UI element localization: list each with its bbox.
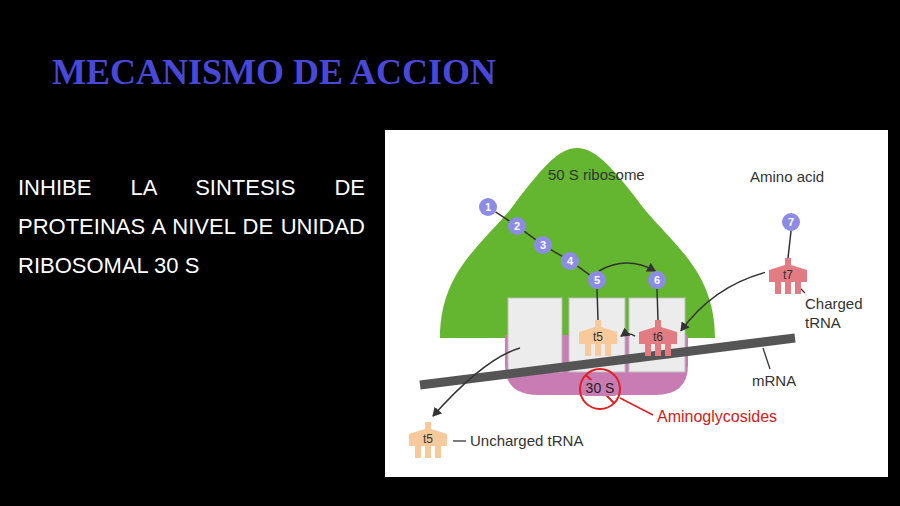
- amino-acid-circle: 7: [782, 213, 800, 231]
- large-subunit: 50 S ribosome 12345 6: [440, 148, 715, 338]
- link-line: [524, 231, 535, 239]
- callout-number: 5: [588, 273, 606, 287]
- trna-label: t7: [765, 268, 811, 282]
- callout-number: 3: [534, 238, 552, 252]
- prohibition-slash: [586, 375, 614, 403]
- trna-shape: t6: [635, 320, 681, 356]
- part-label: Charged tRNA: [805, 294, 877, 332]
- amino-acid-circle: 6: [648, 271, 666, 289]
- release-arrow: [433, 348, 520, 416]
- e-site-slot: [508, 298, 562, 372]
- callout-number: 1: [479, 200, 497, 214]
- callout-number: 2: [508, 219, 526, 233]
- flow-arrow: [621, 334, 635, 337]
- leader-line: [763, 348, 770, 369]
- body-text: INHIBE LA SINTESIS DE PROTEINAS A NIVEL …: [18, 168, 365, 285]
- link-line: [788, 231, 791, 258]
- link-line: [496, 212, 510, 221]
- subunit-label: 50 S ribosome: [548, 166, 645, 183]
- link-line: [597, 289, 598, 320]
- amino-acid-circle: 3: [534, 236, 552, 254]
- callout-number: 7: [782, 215, 800, 229]
- amino-acid-circle: 5: [588, 271, 606, 289]
- flow-arrow: [681, 272, 765, 330]
- trna-label: t5: [575, 330, 621, 344]
- link-line: [551, 250, 563, 257]
- trna-label: t5: [405, 432, 451, 446]
- figure-panel: 50 S ribosome 12345 6 30 S: [385, 130, 888, 477]
- subunit-label: 30 S: [585, 380, 616, 396]
- leader-line: [620, 398, 653, 415]
- amino-acid-circle: 4: [561, 252, 579, 270]
- link-line: [657, 289, 658, 320]
- trna-shape: t5: [405, 422, 451, 458]
- prohibition-ring: [580, 369, 620, 409]
- callout-number: 6: [648, 273, 666, 287]
- slide-title: MECANISMO DE ACCION: [52, 50, 496, 94]
- amino-acid-circle: 2: [508, 217, 526, 235]
- link-line: [577, 266, 589, 275]
- drug-label: Aminoglycosides: [657, 408, 777, 426]
- small-subunit: 30 S: [505, 335, 688, 395]
- part-label: mRNA: [752, 372, 796, 389]
- callout-number: 4: [561, 254, 579, 268]
- part-label: Uncharged tRNA: [470, 432, 583, 449]
- part-label: Amino acid: [750, 168, 824, 185]
- trna-shape: t5: [575, 320, 621, 356]
- trna-shape: t7: [765, 258, 811, 294]
- amino-acid-circle: 1: [479, 198, 497, 216]
- trna-label: t6: [635, 330, 681, 344]
- flow-arrow: [599, 263, 655, 271]
- leader-line: [453, 440, 466, 441]
